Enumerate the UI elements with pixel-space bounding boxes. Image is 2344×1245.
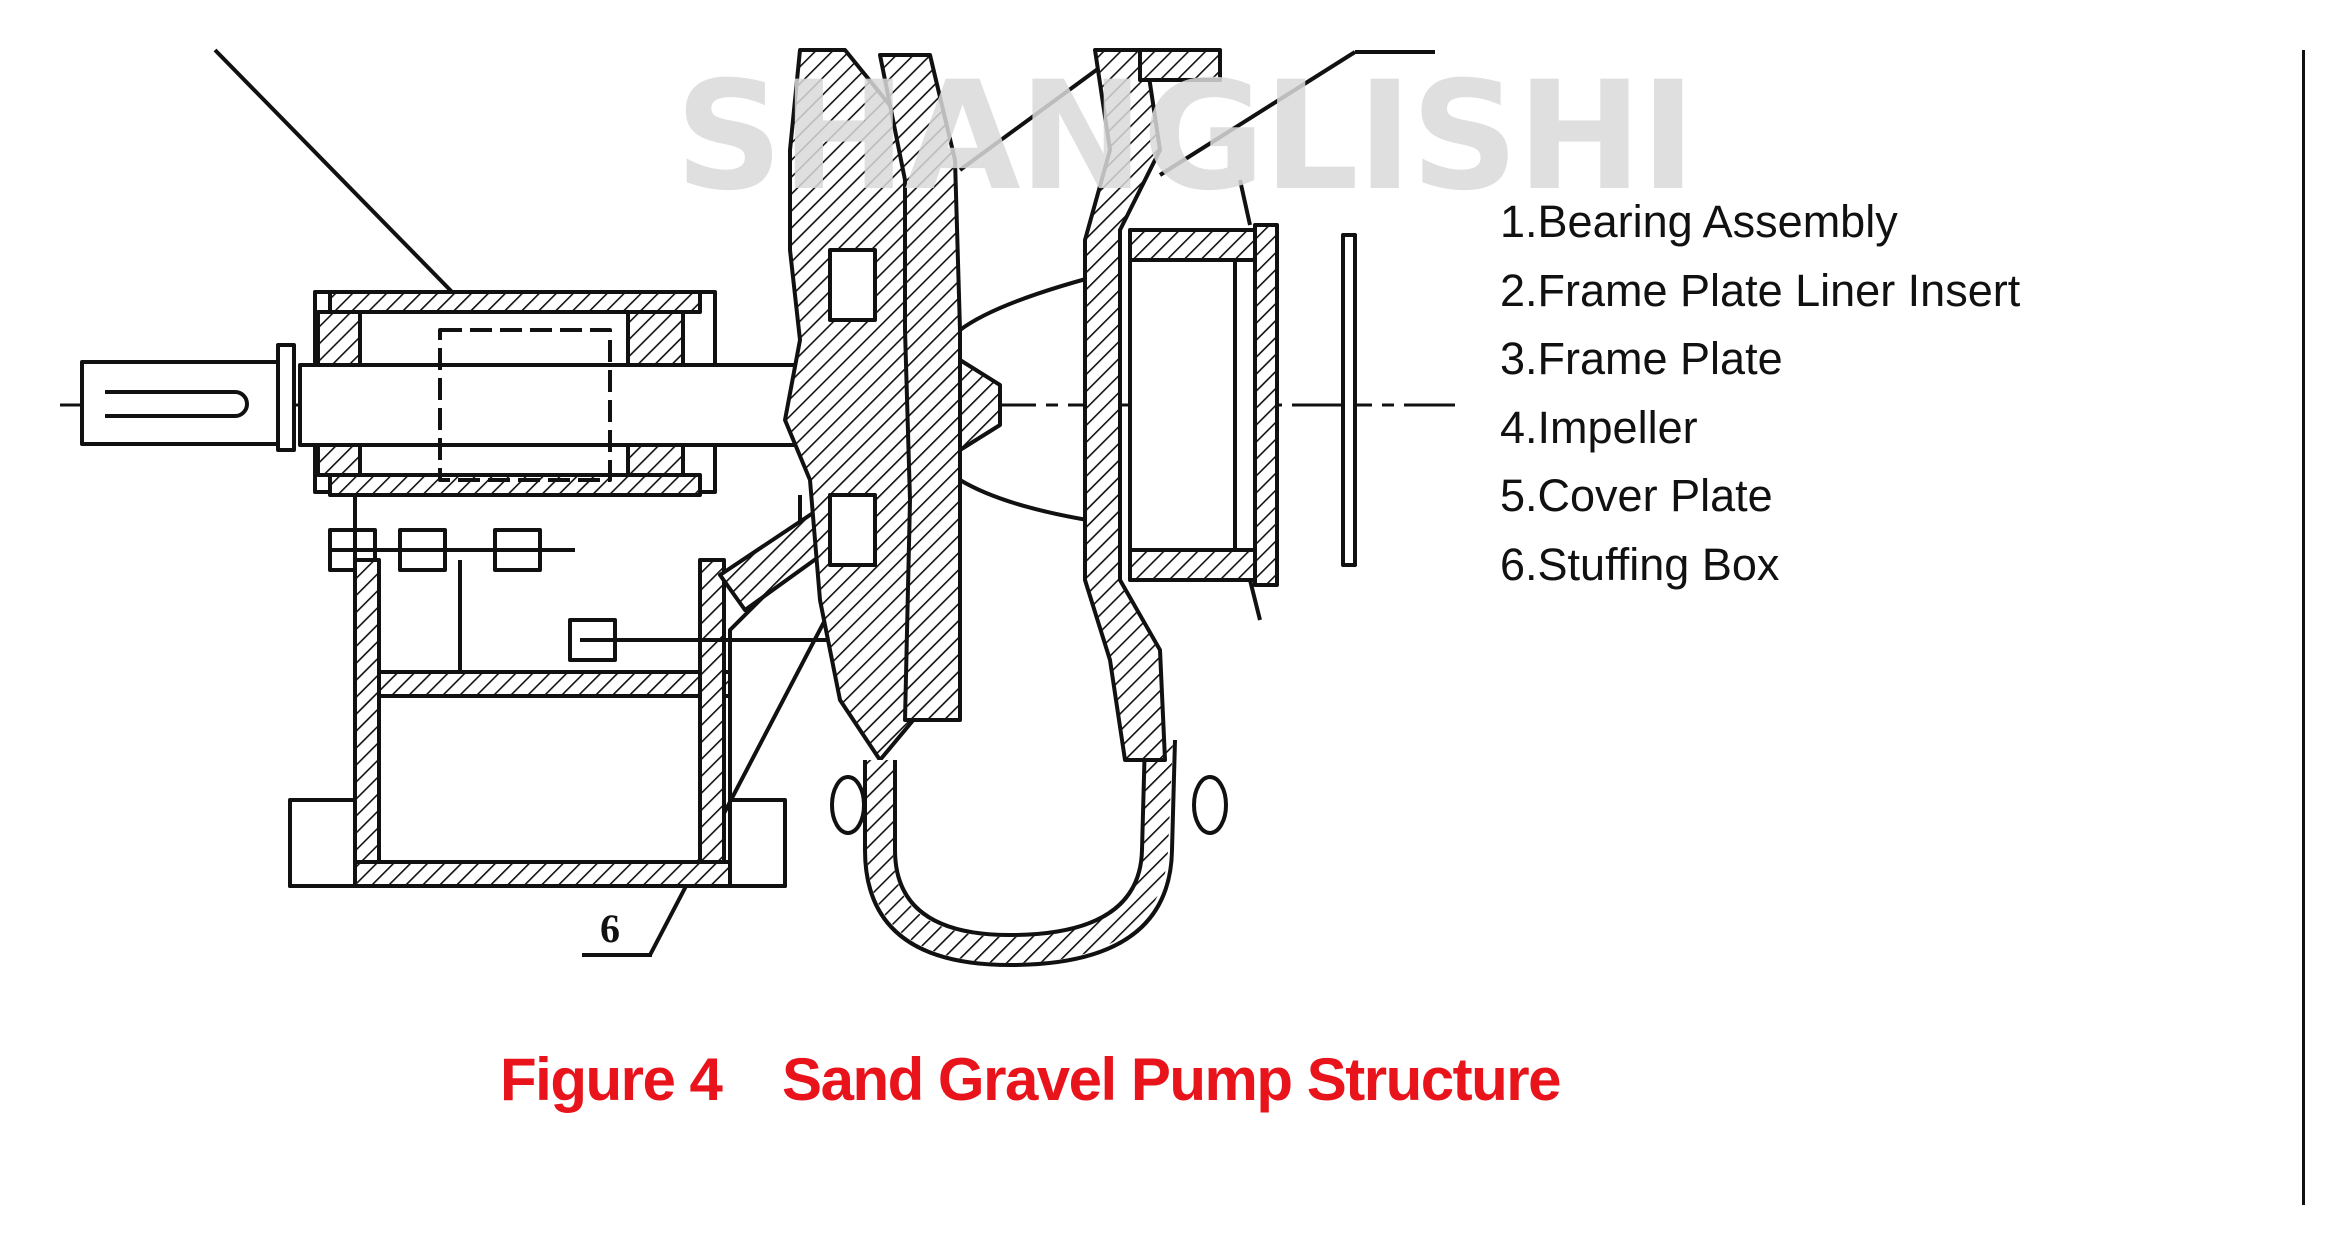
suction-cover bbox=[1128, 233, 1272, 577]
suction-cover-wall-top bbox=[1128, 228, 1272, 262]
legend-item-stuffing-box: 6.Stuffing Box bbox=[1500, 538, 1780, 590]
legend-item-frame-plate: 3.Frame Plate bbox=[1500, 333, 1783, 384]
suction-flange bbox=[1253, 223, 1279, 587]
suction-bracket-bottom bbox=[1248, 579, 1262, 621]
pedestal-foot-left bbox=[288, 798, 357, 888]
frame-plate-liner-insert bbox=[878, 53, 962, 722]
suction-cover-wall-bottom bbox=[1128, 548, 1272, 582]
leader-line-bearing-assembly bbox=[213, 48, 457, 297]
impeller bbox=[958, 358, 1002, 452]
cover-plate bbox=[1083, 48, 1167, 762]
bearing-housing-bottom-wall bbox=[328, 473, 702, 497]
leader-line-stuffing-box bbox=[648, 619, 827, 956]
callout-number-stuffing-box: 6 bbox=[600, 906, 620, 951]
pedestal-inner-wall bbox=[698, 558, 726, 872]
volute-outline-outer bbox=[863, 739, 1177, 967]
shaft-keyway bbox=[105, 390, 249, 418]
lifting-lug-left bbox=[830, 775, 866, 835]
lifting-lug-right bbox=[1192, 775, 1228, 835]
figure-caption: Figure 4 Sand Gravel Pump Structure bbox=[500, 1046, 1561, 1113]
leader-line-cover-plate bbox=[1158, 50, 1357, 177]
legend-item-impeller: 4.Impeller bbox=[1500, 401, 1698, 453]
pedestal-base-plate bbox=[288, 860, 787, 888]
pedestal-left-wall bbox=[353, 558, 381, 872]
legend-item-frame-plate-liner-insert: 2.Frame Plate Liner Insert bbox=[1500, 264, 2021, 316]
frame-plate-inner-gap-2 bbox=[828, 493, 877, 567]
legend-item-cover-plate: 5.Cover Plate bbox=[1500, 470, 1773, 521]
pedestal-web-top bbox=[353, 670, 732, 698]
shaft-collar bbox=[276, 343, 296, 452]
parts-legend: 1.Bearing Assembly 2.Frame Plate Liner I… bbox=[1500, 188, 2020, 599]
bearing-housing-top-wall bbox=[328, 290, 702, 314]
pedestal-foot-right bbox=[728, 798, 787, 888]
leader-line-frame-plate-liner bbox=[958, 58, 1112, 172]
right-vertical-rule bbox=[2302, 50, 2305, 1205]
suction-gasket-ring bbox=[1341, 233, 1357, 567]
frame-plate-inner-gap bbox=[828, 248, 877, 322]
legend-item-bearing-assembly: 1.Bearing Assembly bbox=[1500, 196, 1898, 247]
volute-outline-inner bbox=[893, 739, 1147, 937]
volute-casing bbox=[867, 739, 1173, 963]
suction-bracket-top bbox=[1238, 179, 1252, 226]
shaft-sleeve bbox=[438, 328, 612, 482]
cover-plate-top-flange bbox=[1138, 48, 1222, 82]
